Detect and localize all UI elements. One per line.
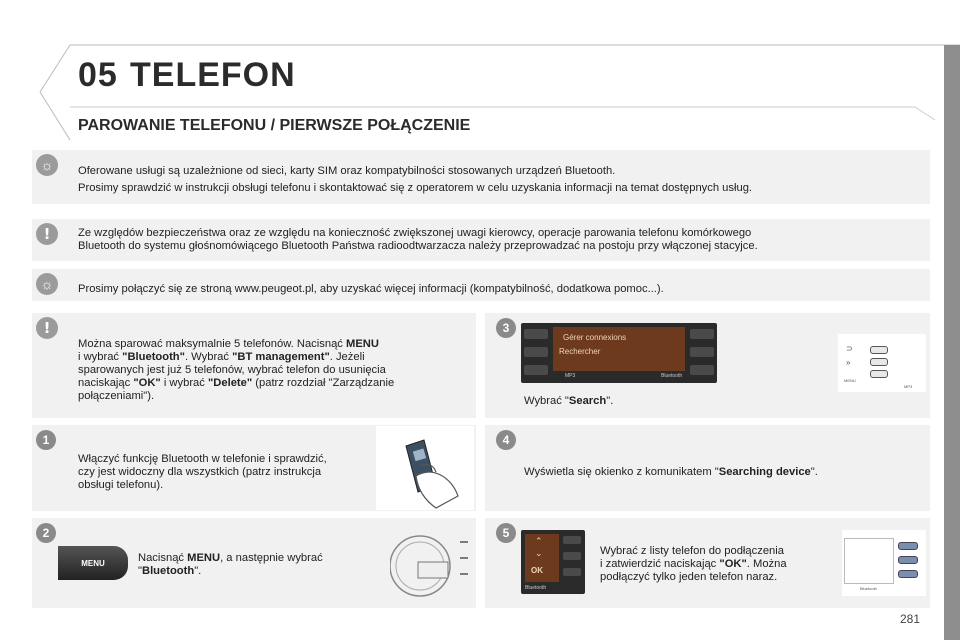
warning-box-safety [32, 219, 930, 261]
radio-screen-ok: ⌃ ⌄ OK Bluetooth [521, 530, 585, 594]
step-number: 4 [496, 430, 516, 450]
menu-button-illustration: MENU [58, 546, 128, 580]
exclamation-icon: ! [36, 317, 58, 339]
step-2-text: Nacisnąć MENU, a następnie wybrać "Bluet… [138, 552, 323, 577]
control-panel-illustration: Bluetooth [842, 530, 926, 596]
panel-bluetooth-label: Bluetooth [860, 586, 877, 591]
page-number: 281 [900, 612, 921, 626]
control-knob-icon [389, 535, 468, 597]
side-tab-bar [944, 45, 960, 640]
lightbulb-icon: ☼ [36, 273, 58, 295]
screen-bluetooth-label: Bluetooth [525, 585, 547, 591]
control-panel-illustration: ⊃ » MENU MP3 [838, 334, 926, 392]
step-number: 2 [36, 523, 56, 543]
step-number: 3 [496, 318, 516, 338]
screen-menu-item: Gérer connexions [563, 333, 627, 342]
info-box-services [32, 150, 930, 204]
menu-button-label: MENU [81, 558, 105, 568]
step-3-text: Wybrać "Search". [524, 395, 614, 407]
chapter-number: 05 [78, 56, 118, 94]
radio-panel-illustration [389, 528, 474, 602]
exclamation-icon: ! [36, 223, 58, 245]
chapter-title: TELEFON [130, 56, 296, 94]
info-box-website [32, 269, 930, 301]
section-title: PAROWANIE TELEFONU / PIERWSZE POŁĄCZENIE [78, 117, 471, 134]
lightbulb-icon: ☼ [36, 154, 58, 176]
screen-bluetooth-label: Bluetooth [661, 373, 683, 379]
step-1-text: Włączyć funkcję Bluetooth w telefonie i … [78, 453, 327, 491]
panel-menu-label: MENU [844, 378, 856, 383]
step-4-text: Wyświetla się okienko z komunikatem "Sea… [524, 466, 818, 478]
header-decoration [39, 44, 960, 141]
warning-max-phones-text: Można sparować maksymalnie 5 telefonów. … [78, 338, 395, 402]
screen-ok-label: OK [531, 566, 543, 575]
radio-screen: Gérer connexions Rechercher MP3 Bluetoot… [521, 323, 717, 383]
step-number: 5 [496, 523, 516, 543]
step-5-text: Wybrać z listy telefon do podłączenia i … [600, 545, 787, 583]
step-4-box [485, 425, 930, 511]
info-services-line1: Oferowane usługi są uzależnione od sieci… [78, 165, 616, 177]
hand-phone-icon [405, 439, 459, 509]
screen-menu-item-selected: Rechercher [559, 347, 601, 356]
panel-mp3-label: MP3 [904, 384, 913, 389]
step-number: 1 [36, 430, 56, 450]
warning-safety-line2: Bluetooth do systemu głośnomówiącego Blu… [78, 240, 758, 252]
info-services-line2: Prosimy sprawdzić w instrukcji obsługi t… [78, 182, 753, 194]
warning-safety-line1: Ze względów bezpieczeństwa oraz ze wzglę… [78, 227, 752, 239]
warning-box-max-phones [32, 313, 476, 418]
screen-mp3-label: MP3 [565, 373, 576, 379]
phone-illustration [376, 426, 474, 510]
info-website-text: Prosimy połączyć się ze stroną www.peuge… [78, 283, 664, 295]
